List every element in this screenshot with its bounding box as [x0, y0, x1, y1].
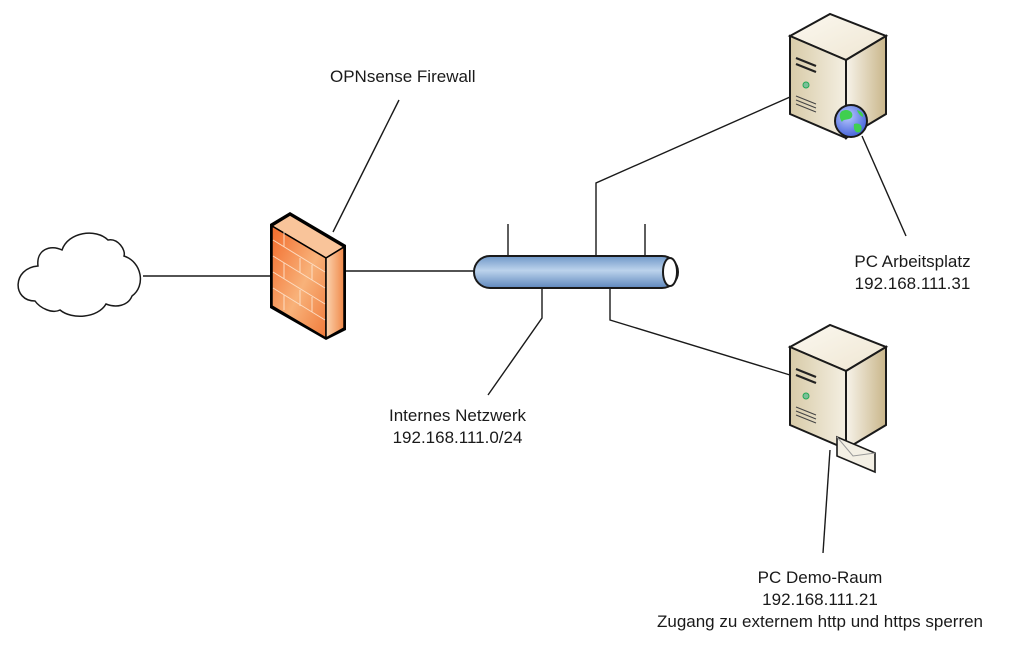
- pc-demo-label: PC Demo-Raum 192.168.111.21 Zugang zu ex…: [620, 567, 1020, 633]
- firewall-icon: [270, 212, 346, 340]
- edge-pc-arbeitsplatz-label: [861, 135, 907, 237]
- firewall-label: OPNsense Firewall: [330, 66, 476, 88]
- mail-server-icon: [787, 323, 889, 451]
- edge-firewall-label: [332, 99, 400, 233]
- edge-pc-demo-label: [822, 449, 831, 554]
- edge-lan-label: [487, 288, 543, 396]
- globe-icon: [834, 104, 868, 138]
- network-name: Internes Netzwerk: [389, 406, 526, 425]
- web-server-icon: [787, 12, 889, 140]
- pc-arbeitsplatz-ip: 192.168.111.31: [854, 274, 971, 293]
- pc-arbeitsplatz-label: PC Arbeitsplatz 192.168.111.31: [830, 251, 995, 295]
- network-subnet: 192.168.111.0/24: [392, 428, 523, 447]
- firewall-name: OPNsense Firewall: [330, 67, 476, 86]
- network-label: Internes Netzwerk 192.168.111.0/24: [370, 405, 545, 449]
- edge-lan-pc-demo: [609, 288, 791, 376]
- pc-arbeitsplatz-name: PC Arbeitsplatz: [854, 252, 971, 271]
- cloud-icon: [17, 232, 142, 317]
- pc-demo-note: Zugang zu externem http und https sperre…: [656, 612, 984, 631]
- edge-lan-pc-arbeitsplatz: [595, 96, 791, 255]
- envelope-icon: [836, 435, 876, 474]
- pc-demo-name: PC Demo-Raum: [757, 568, 883, 587]
- pc-demo-ip: 192.168.111.21: [762, 590, 878, 609]
- ethernet-bus-icon: [473, 255, 679, 289]
